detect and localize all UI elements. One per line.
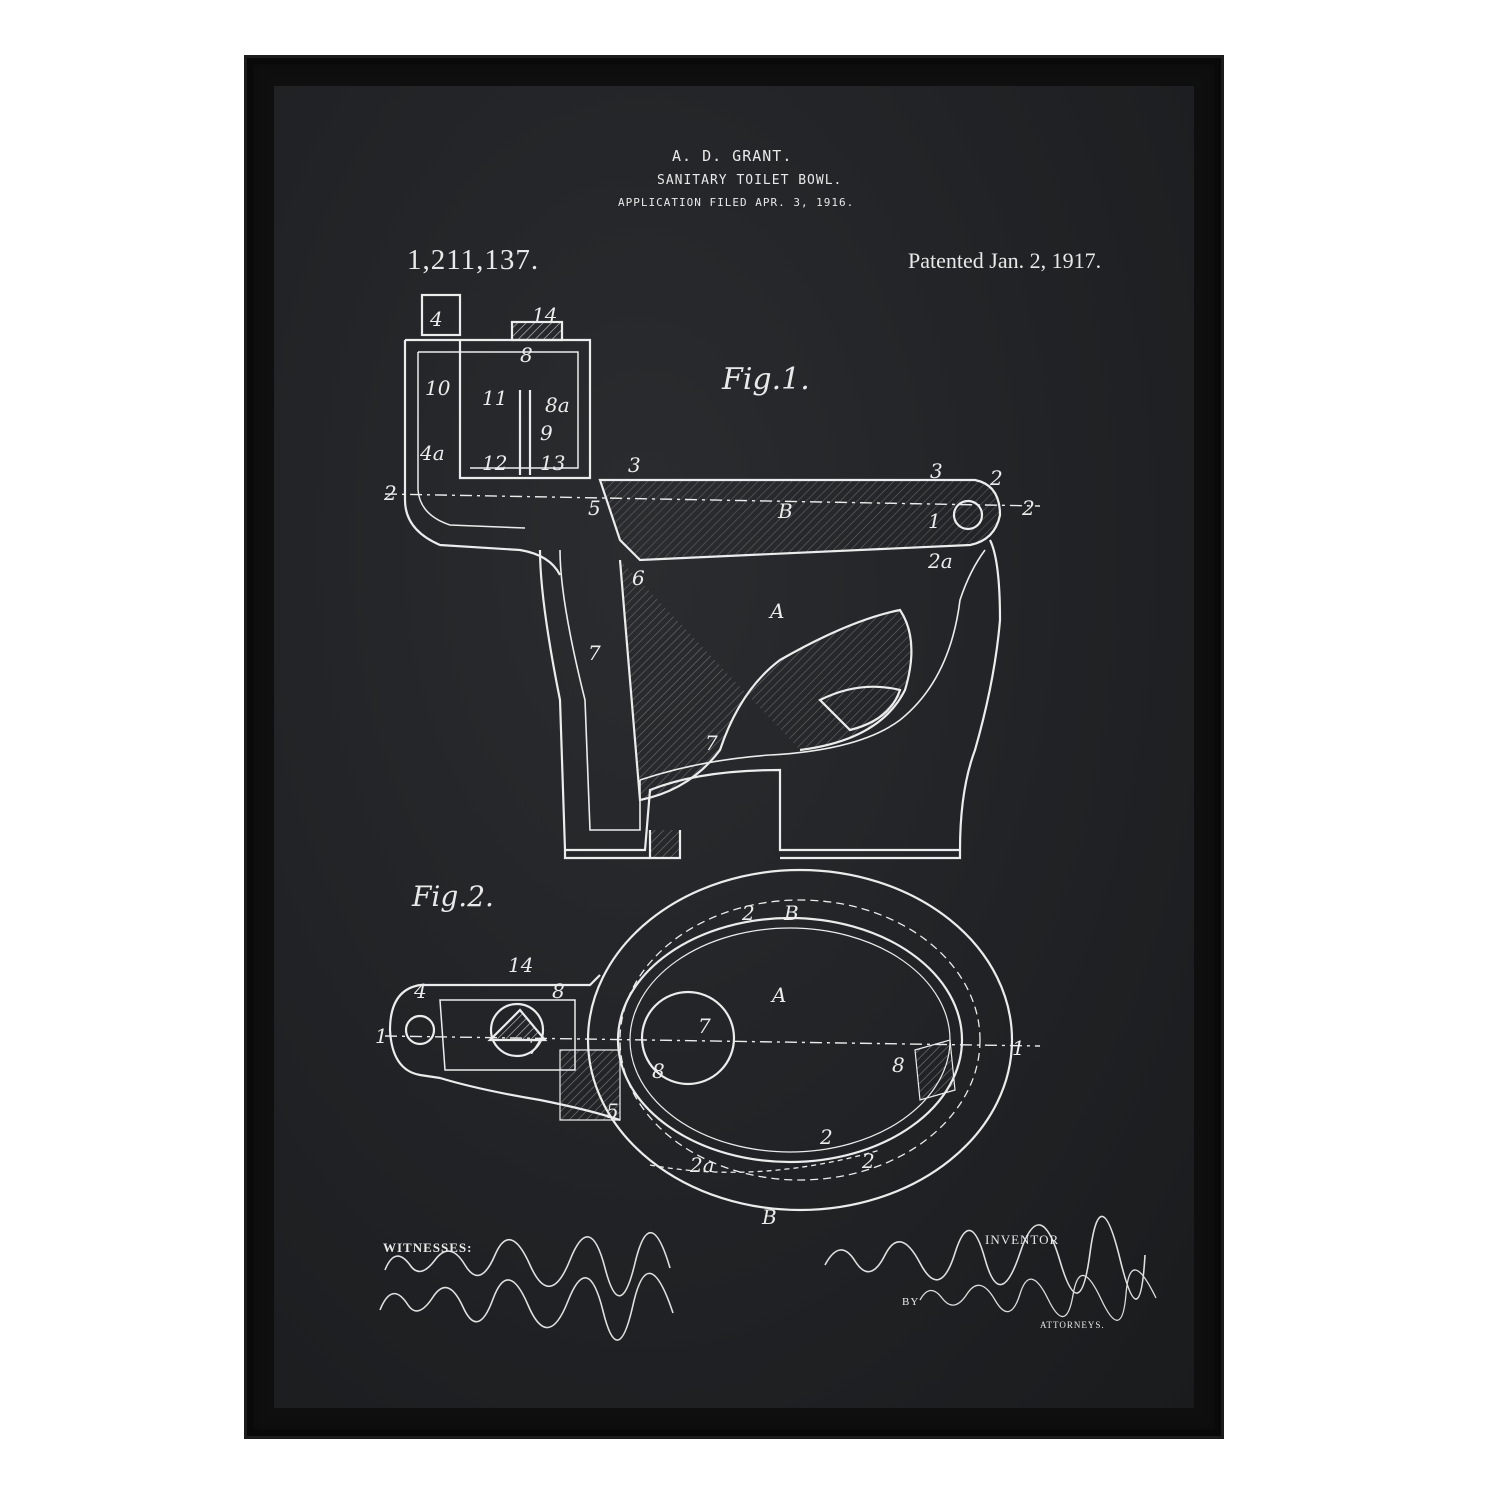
ref-label: A [768, 599, 784, 623]
ref-label: 1 [375, 1024, 388, 1048]
ref-label: 5 [588, 496, 601, 520]
filed-date: APPLICATION FILED APR. 3, 1916. [618, 196, 855, 209]
ref-label: 1 [1012, 1036, 1025, 1060]
ref-label: 8 [552, 979, 565, 1003]
fig1-label: Fig.1. [722, 362, 810, 397]
ref-label: 2 [861, 1149, 875, 1173]
ref-label: 3 [930, 459, 943, 483]
ref-label: 8 [520, 343, 533, 367]
ref-label: 11 [482, 386, 507, 410]
fig2-outer-rim [586, 868, 1014, 1212]
ref-label: A [770, 983, 786, 1007]
inventor-name: A. D. GRANT. [672, 147, 793, 165]
fig2-ref-labels: 2 B 14 4 8 A 1 7 7 8 8 1 5 2 2a 2 B [375, 901, 1025, 1229]
witnesses-label: WITNESSES: [383, 1240, 473, 1255]
ref-label: 8 [652, 1059, 665, 1083]
ref-label: 2 [383, 481, 397, 505]
fig1-ref-labels: 4 14 8 8a 10 11 9 4a 12 13 3 3 2 2 2 5 B… [383, 303, 1035, 755]
fig2-drawing [384, 868, 1041, 1212]
patent-poster [274, 86, 1194, 1408]
ref-label: 2 [819, 1125, 833, 1149]
ref-label: 12 [482, 451, 507, 475]
ref-label: 2 [1021, 496, 1035, 520]
ref-label: 1 [928, 509, 941, 533]
attorneys-label: ATTORNEYS. [1040, 1320, 1105, 1330]
ref-label: 14 [508, 953, 533, 977]
ref-label: 8 [892, 1053, 905, 1077]
fig1-bowl [538, 539, 1002, 852]
witness-signatures [379, 1231, 674, 1341]
ref-label: 4 [413, 979, 427, 1003]
ref-label: 6 [632, 566, 645, 590]
ref-label: 3 [628, 453, 641, 477]
fig1-trap [618, 559, 913, 802]
patented-date: Patented Jan. 2, 1917. [908, 248, 1102, 273]
ref-label: 2 [741, 901, 755, 925]
fig2-label: Fig.2. [412, 880, 494, 913]
ref-label: 4a [419, 441, 445, 465]
ref-label: B [777, 499, 793, 523]
ref-label: 9 [540, 421, 553, 445]
ref-label: B [761, 1205, 777, 1229]
ref-label: 7 [698, 1014, 711, 1038]
ref-label: 13 [540, 451, 565, 475]
ref-label: 7 [588, 641, 601, 665]
by-label: BY [902, 1296, 920, 1308]
ref-label: 7 [528, 1035, 541, 1059]
ref-label: 2a [927, 549, 953, 573]
ref-label: 7 [705, 731, 718, 755]
ref-label: 2 [989, 466, 1003, 490]
attorney-signature [919, 1269, 1157, 1321]
fig2-outlet [640, 990, 736, 1086]
patent-number: 1,211,137. [407, 244, 540, 276]
ref-label: 5 [606, 1099, 619, 1123]
fig1-drawing [384, 293, 1041, 860]
inventor-signature [824, 1215, 1146, 1300]
patent-title: SANITARY TOILET BOWL. [657, 173, 843, 188]
ref-label: 8a [545, 393, 570, 417]
fig1-rim [598, 478, 1002, 562]
inventor-label: INVENTOR [985, 1232, 1060, 1247]
ref-label: 4 [429, 307, 443, 331]
ref-label: 10 [425, 376, 451, 400]
ref-label: 2a [689, 1153, 715, 1177]
ref-label: 14 [532, 303, 557, 327]
ref-label: B [783, 901, 799, 925]
